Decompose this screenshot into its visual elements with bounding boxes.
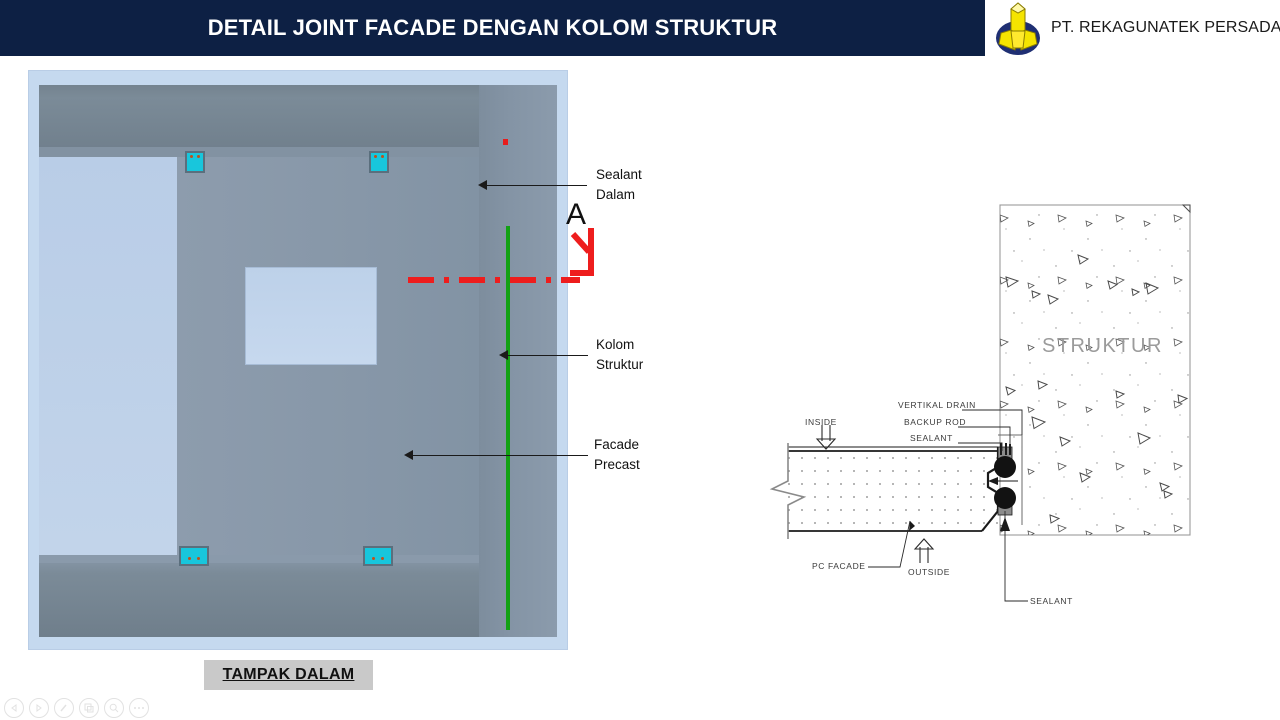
callout-facade-precast-line1: Facade (594, 437, 640, 452)
label-inside: INSIDE (805, 417, 837, 427)
window-opening (245, 267, 377, 365)
left-opening-panel (39, 157, 177, 557)
anchor-clip-bottom-left (179, 546, 209, 566)
label-backup-rod: BACKUP ROD (904, 417, 967, 427)
callout-line-kolom-struktur (508, 355, 588, 356)
more-icon[interactable] (129, 698, 149, 718)
next-icon[interactable] (29, 698, 49, 718)
copy-icon[interactable] (79, 698, 99, 718)
structural-column (479, 85, 557, 637)
company-name: PT. REKAGUNATEK PERSADA (1051, 19, 1280, 36)
section-tick-top (503, 139, 508, 145)
company-logo-zone: PT. REKAGUNATEK PERSADA (985, 0, 1280, 56)
pen-icon[interactable] (54, 698, 74, 718)
section-arrow-foot (570, 270, 594, 276)
page-title: DETAIL JOINT FACADE DENGAN KOLOM STRUKTU… (207, 15, 778, 40)
callout-facade-precast-line2: Precast (594, 456, 640, 472)
crystal-prism-logo-icon (985, 0, 1051, 56)
anchor-clip-top-right (369, 151, 389, 173)
cad-section-detail: VERTIKAL DRAIN BACKUP ROD SEALANT INSIDE… (760, 195, 1220, 625)
callout-line-sealant-dalam (487, 185, 587, 186)
callout-kolom-struktur-line1: Kolom (596, 337, 635, 352)
callout-sealant-dalam-line2: Dalam (596, 186, 636, 202)
previous-icon[interactable] (4, 698, 24, 718)
callout-line-facade-precast (413, 455, 588, 456)
view-caption: TAMPAK DALAM (204, 660, 373, 690)
callout-facade-precast: Facade Precast (594, 435, 640, 474)
callout-kolom-struktur-line2: Struktur (596, 356, 644, 372)
anchor-clip-top-left (185, 151, 205, 173)
tampak-dalam-3d-view (28, 70, 568, 650)
concrete-block-label: STRUKTUR (1042, 335, 1163, 357)
section-marker-label: A (566, 198, 587, 231)
bottom-beam (39, 563, 557, 637)
label-vertikal-drain: VERTIKAL DRAIN (898, 400, 976, 410)
bottom-beam-lip (39, 555, 557, 565)
section-cut-line (408, 270, 580, 283)
callout-sealant-dalam: Sealant Dalam (596, 165, 642, 204)
joint-line (506, 226, 510, 630)
callout-arrow-facade-precast (404, 450, 413, 460)
section-arrow-shaft (588, 228, 594, 276)
callout-arrow-kolom-struktur (499, 350, 508, 360)
top-beam-lip (39, 147, 557, 157)
label-sealant-bottom: SEALANT (1030, 596, 1073, 606)
view-caption-text: TAMPAK DALAM (222, 666, 355, 683)
callout-kolom-struktur: Kolom Struktur (596, 335, 643, 374)
anchor-clip-bottom-right (363, 546, 393, 566)
callout-arrow-sealant-dalam (478, 180, 487, 190)
top-beam (39, 85, 557, 157)
label-sealant-top: SEALANT (910, 433, 953, 443)
search-icon[interactable] (104, 698, 124, 718)
callout-sealant-dalam-line1: Sealant (596, 167, 642, 182)
bottom-toolbar[interactable] (4, 698, 149, 718)
label-pc-facade: PC FACADE (812, 561, 866, 571)
label-outside: OUTSIDE (908, 567, 950, 577)
